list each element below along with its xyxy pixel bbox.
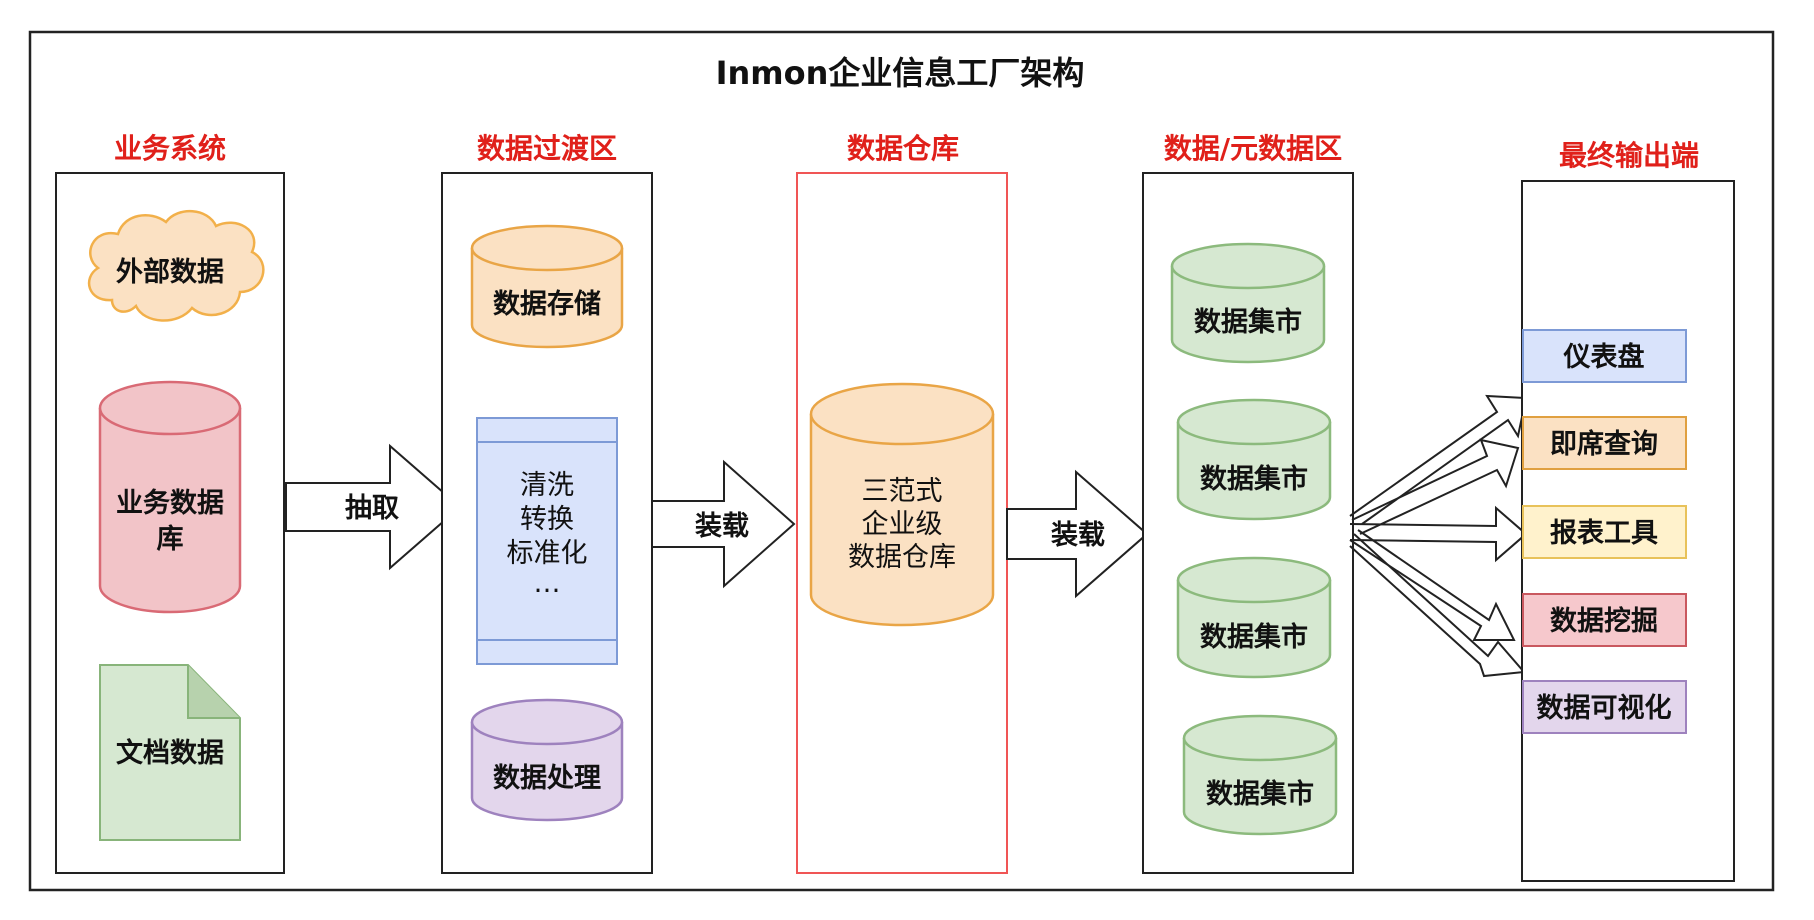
data-processing-cylinder: 数据处理 [470, 698, 624, 822]
cylinder-top [1170, 242, 1326, 290]
output-report-tools: 报表工具 [1522, 505, 1687, 559]
warehouse-line-enterprise: 企业级 [862, 509, 943, 540]
output-box [1522, 416, 1687, 470]
cylinder-top [1176, 398, 1332, 446]
output-label: 仪表盘 [1563, 341, 1645, 373]
section-title-marts: 数据/元数据区 [1164, 132, 1342, 165]
load-label-1: 装载 [695, 511, 749, 542]
cylinder-icon [1182, 738, 1338, 836]
cylinder-top [470, 224, 624, 272]
output-adhoc-query: 即席查询 [1522, 416, 1687, 470]
doc-data-label: 文档数据 [116, 737, 224, 769]
business-database: 业务数据 库 [98, 380, 242, 614]
output-box [1522, 505, 1687, 559]
cylinder-icon [1176, 422, 1332, 521]
output-label: 数据挖掘 [1550, 605, 1658, 637]
data-mart-label: 数据集市 [1194, 306, 1302, 338]
document-fold [187, 665, 240, 719]
output-label: 即席查询 [1550, 428, 1658, 460]
cleaning-process-box: 清洗 转换 标准化 … [476, 417, 618, 665]
data-storage-cylinder: 数据存储 [470, 224, 624, 349]
process-line-clean: 清洗 [520, 470, 574, 501]
data-mart-label: 数据集市 [1200, 463, 1308, 495]
data-mart-4: 数据集市 [1182, 714, 1338, 836]
block-arrow-icon [1006, 469, 1149, 599]
section-title-outputs: 最终输出端 [1559, 139, 1699, 172]
output-box [1522, 680, 1687, 734]
cylinder-top [809, 382, 995, 446]
cylinder-top [98, 380, 242, 436]
cylinder-icon [470, 248, 624, 349]
warehouse-line-3nf: 三范式 [862, 476, 943, 507]
data-processing-label: 数据处理 [493, 763, 601, 794]
fan-out-arrow [1351, 438, 1520, 535]
fan-out-arrow [1349, 529, 1516, 641]
business-db-label-line2: 库 [157, 524, 184, 555]
section-title-business: 业务系统 [114, 132, 226, 165]
block-arrow-icon [285, 443, 462, 571]
data-mart-label: 数据集市 [1200, 621, 1308, 653]
cloud-icon [87, 209, 265, 322]
load-arrow-2: 装载 [1006, 469, 1149, 599]
cylinder-icon [470, 722, 624, 822]
external-data-cloud: 外部数据 [87, 209, 265, 322]
output-label: 数据可视化 [1537, 693, 1672, 724]
process-line-ellipsis: … [534, 568, 561, 599]
warehouse-line-dw: 数据仓库 [848, 542, 956, 573]
cylinder-top [1182, 714, 1338, 762]
document-data: 文档数据 [99, 664, 241, 841]
enterprise-warehouse-cylinder: 三范式 企业级 数据仓库 [809, 382, 995, 627]
diagram-title: Inmon企业信息工厂架构 [716, 54, 1085, 92]
cylinder-icon [1170, 266, 1326, 364]
output-dashboard: 仪表盘 [1522, 329, 1687, 383]
cylinder-icon [98, 408, 242, 614]
output-label: 报表工具 [1550, 518, 1658, 549]
cylinder-icon [1176, 580, 1332, 679]
external-data-label: 外部数据 [116, 256, 224, 288]
business-db-label-line1: 业务数据 [116, 488, 224, 519]
process-box [476, 417, 618, 665]
process-line-transform: 转换 [520, 504, 574, 535]
data-mart-2: 数据集市 [1176, 398, 1332, 521]
load-label-2: 装载 [1051, 520, 1105, 551]
output-box [1522, 329, 1687, 383]
data-mart-label: 数据集市 [1206, 778, 1314, 810]
output-data-visualization: 数据可视化 [1522, 680, 1687, 734]
section-title-staging: 数据过渡区 [477, 132, 617, 165]
output-data-mining: 数据挖掘 [1522, 593, 1687, 647]
cylinder-icon [809, 414, 995, 627]
data-mart-3: 数据集市 [1176, 556, 1332, 679]
process-line-standardize: 标准化 [507, 538, 588, 569]
load-arrow-1: 装载 [651, 459, 796, 589]
cylinder-top [1176, 556, 1332, 604]
extract-label: 抽取 [345, 493, 399, 524]
section-title-warehouse: 数据仓库 [847, 132, 959, 165]
data-storage-label: 数据存储 [493, 289, 601, 320]
data-mart-1: 数据集市 [1170, 242, 1326, 364]
output-box [1522, 593, 1687, 647]
extract-arrow: 抽取 [285, 443, 462, 571]
block-arrow-icon [651, 459, 796, 589]
cylinder-top [470, 698, 624, 746]
